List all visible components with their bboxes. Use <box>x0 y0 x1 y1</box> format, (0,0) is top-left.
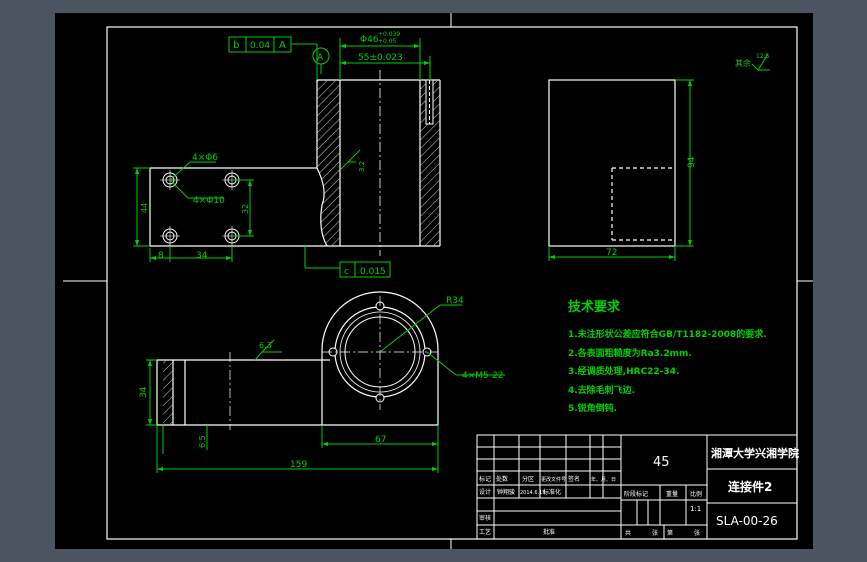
front-view-arrowheads <box>135 44 430 260</box>
centering-marks <box>63 13 813 549</box>
drawing-number: SLA-00-26 <box>716 514 778 528</box>
tech-requirements-title: 技术要求 <box>568 299 621 315</box>
tolerance-symbol-c: c <box>344 267 349 277</box>
tolerance-symbol-b: b <box>233 40 239 51</box>
side-view-arrowheads <box>549 80 692 259</box>
dim-center: 55±0.023 <box>358 53 403 63</box>
dim-8: 8 <box>158 251 164 261</box>
tb-label: 比例 <box>690 490 702 498</box>
tech-requirement-item: 5.锐角倒钝. <box>568 402 617 414</box>
tb-label: 处数 <box>496 475 508 483</box>
roughness-bore: 3.2 <box>358 161 366 172</box>
title-block-grid <box>476 434 798 540</box>
tech-requirement-item: 4.去除毛刺飞边. <box>568 384 635 396</box>
tb-label: 签名 <box>568 475 580 483</box>
hole-label-2: 4×Φ10 <box>193 196 225 206</box>
dim-height-left: 44 <box>140 203 149 213</box>
tb-label: 更改文件号 <box>541 476 566 483</box>
school-name: 湘潭大学兴湘学院 <box>711 446 799 460</box>
tech-requirement-item: 2.各表面粗糙度为Ra3.2mm. <box>568 347 692 359</box>
roughness-top: 6.3 <box>259 341 272 350</box>
tb-label: 审核 <box>479 514 491 522</box>
threaded-hole-section <box>425 79 434 125</box>
tech-requirement-item: 3.经调质处理,HRC22-34. <box>568 365 679 377</box>
tb-label: 共 <box>625 529 631 537</box>
dim-67: 67 <box>375 435 386 445</box>
tb-date: 2014.6.15 <box>520 490 545 496</box>
material: 45 <box>653 455 670 470</box>
tb-label: 批准 <box>543 528 555 536</box>
tb-label: 工艺 <box>479 528 491 536</box>
tolerance-value-bottom: 0.015 <box>360 267 386 277</box>
tech-requirements: 技术要求 1.未注形状公差应符合GB/T1182-2008的要求. 2.各表面粗… <box>568 299 767 414</box>
tb-label: 第 <box>667 529 673 537</box>
tb-label: 标记 <box>479 475 491 483</box>
part-name: 连接件2 <box>728 479 772 494</box>
dim-bore-lower: +0.05 <box>378 38 397 45</box>
tb-label: 张 <box>694 529 700 537</box>
dim-side-height: 94 <box>687 156 697 168</box>
tb-label: 设计 <box>479 488 491 496</box>
dim-bore-upper: +0.039 <box>378 31 400 38</box>
tolerance-datum: A <box>279 40 286 51</box>
tb-designer: 钟翔骏 <box>497 488 515 496</box>
scale-value: 1:1 <box>690 505 701 513</box>
tb-label: 阶段标记 <box>624 490 648 498</box>
section-hatching <box>317 80 440 246</box>
dim-side-width: 72 <box>606 248 617 258</box>
thread-depth: 22 <box>492 371 503 381</box>
tech-requirement-item: 1.未注形状公差应符合GB/T1182-2008的要求. <box>568 328 767 340</box>
datum-label: A <box>317 53 324 63</box>
drawing-border <box>106 26 798 540</box>
dim-r34: R34 <box>446 296 464 306</box>
top-view-arrowheads <box>148 360 438 471</box>
side-view <box>548 79 676 247</box>
top-view-dimension-lines <box>146 304 505 473</box>
dim-159: 159 <box>290 460 307 470</box>
tb-label: 标准化 <box>543 488 561 496</box>
front-view-dimension-lines <box>133 36 431 278</box>
top-view-hatching <box>163 360 173 425</box>
tb-label: 分区 <box>522 475 534 483</box>
tb-label: 张 <box>652 529 658 537</box>
dim-34-bottom: 34 <box>139 386 149 398</box>
side-view-dimension-lines <box>548 53 770 261</box>
tb-label: 重量 <box>666 490 678 498</box>
dim-hole-spacing: 32 <box>241 204 250 214</box>
tolerance-value-top: 0.04 <box>250 41 270 51</box>
dim-6-5: 6.5 <box>198 435 207 448</box>
roughness-corner-value: 12.5 <box>756 53 770 60</box>
hole-label-1: 4×Φ6 <box>192 153 218 163</box>
roughness-corner-label: 其余 <box>735 58 751 68</box>
dim-bore: Φ46 <box>360 35 379 45</box>
dim-34-front: 34 <box>196 251 208 261</box>
tb-label: 年、月、日 <box>591 476 616 483</box>
thread-label: 4×M5 <box>462 371 489 381</box>
